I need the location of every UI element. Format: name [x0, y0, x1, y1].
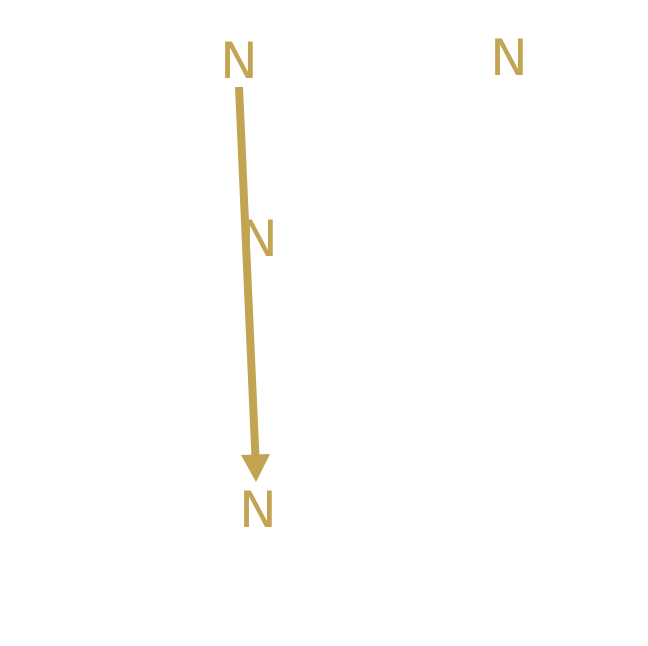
- label-middle: N: [240, 210, 277, 268]
- arrow-head: [241, 454, 270, 482]
- label-top-left: N: [220, 32, 257, 90]
- label-bottom: N: [239, 481, 276, 539]
- label-top-right: N: [490, 29, 527, 87]
- arrow-shaft: [235, 86, 260, 459]
